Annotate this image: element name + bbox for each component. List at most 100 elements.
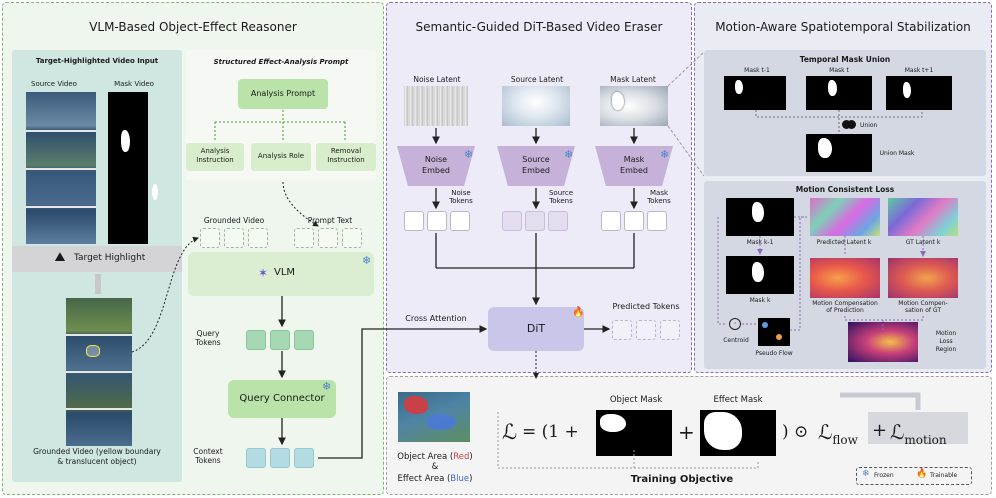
fire-icon: 🔥	[916, 469, 928, 479]
object-mask-label: Object Mask	[609, 395, 663, 405]
noise-token	[404, 211, 424, 231]
effect-mask-label: Effect Mask	[713, 395, 763, 405]
prompt-title: Structured Effect-Analysis Prompt	[213, 58, 349, 66]
source-token	[502, 211, 522, 231]
grounded-frame-divider	[66, 408, 132, 410]
query-token	[294, 330, 314, 350]
snowflake-icon: ❄	[362, 254, 372, 267]
loss-formula-plus2: +	[872, 420, 888, 441]
motion-loss-line2: Loss	[939, 338, 953, 345]
dit-label: DiT	[526, 322, 546, 335]
dit-box	[488, 307, 584, 351]
context-tokens-line2: Tokens	[195, 456, 221, 465]
predicted-token	[636, 320, 656, 340]
mask-tokens-line2: Tokens	[647, 197, 671, 205]
snowflake-icon: ❄	[660, 148, 670, 161]
noise-embed	[397, 146, 475, 186]
object-area-red-word: Red	[453, 452, 470, 462]
target-highlight-label: Target Highlight	[74, 253, 146, 263]
mask-t-plus-image	[886, 76, 952, 110]
gt-latent-image	[888, 198, 958, 236]
source-embed-line1: Source	[522, 155, 550, 164]
fire-icon: 🔥	[572, 307, 585, 318]
motion-comp-gt-line2: sation of GT	[905, 307, 941, 314]
predicted-tokens-label: Predicted Tokens	[612, 302, 680, 311]
prompt-arrow	[214, 110, 346, 141]
mask-video-label: Mask Video	[114, 80, 154, 88]
mask-shape	[121, 130, 130, 152]
query-connector-label: Query Connector	[239, 393, 325, 404]
source-embed-line2: Embed	[522, 166, 550, 175]
mask-tokens-line1: Mask	[649, 189, 669, 197]
snowflake-icon: ❄	[862, 469, 870, 479]
loss-motion-symbol: ℒ	[890, 420, 905, 444]
noise-token	[427, 211, 447, 231]
prompt-to-text-arrow	[282, 181, 319, 227]
grounded-caption-line1: Grounded Video (yellow boundary	[33, 447, 161, 456]
analysis-instruction-line1: Analysis	[200, 147, 230, 155]
noise-token	[450, 211, 470, 231]
grounded-caption-line2: & translucent object)	[57, 457, 137, 466]
effect-area-blue-word: Blue	[450, 474, 470, 484]
source-token	[548, 211, 568, 231]
loss-formula-odot: ) ⊙	[782, 422, 809, 442]
object-area-caption: Object Area (Red)	[390, 452, 480, 462]
motion-loss-line1: Motion	[935, 330, 957, 337]
query-tokens-line2: Tokens	[195, 338, 221, 347]
prompt-text-token	[318, 228, 338, 248]
effect-area-prefix: Effect Area (	[397, 474, 451, 484]
prompt-text-label: Prompt Text	[307, 216, 353, 225]
removal-instruction-line1: Removal	[330, 147, 362, 155]
motion-loss-title: Motion Consistent Loss	[795, 185, 895, 194]
motion-comp-gt-line1: Motion Compen-	[898, 300, 948, 307]
mask-t-plus-label: Mask t+1	[904, 67, 934, 74]
vlm-logo-icon: ✶	[257, 266, 269, 280]
source-frame-divider	[26, 168, 96, 170]
grounded-video-token	[248, 228, 268, 248]
loss-formula-plus: +	[678, 420, 695, 444]
motion-comp-pred-image	[810, 258, 880, 298]
pseudo-flow-dot	[762, 322, 768, 328]
loss-formula-L: ℒ	[502, 420, 518, 444]
motion-comp-gt-image	[888, 258, 958, 298]
loss-formula-eq: = (1 +	[522, 422, 579, 442]
mask-latent-shape	[612, 92, 624, 110]
mask-token	[601, 211, 621, 231]
analysis-prompt-box	[238, 79, 328, 109]
loss-motion-sub: motion	[904, 433, 947, 447]
vlm-box	[188, 252, 374, 296]
grounded-video-token	[200, 228, 220, 248]
right-panel-title: Motion-Aware Spatiotemporal Stabilizatio…	[715, 20, 971, 34]
grounded-to-tokens-arrow	[131, 236, 199, 353]
effect-area-suffix: )	[469, 474, 473, 484]
motion-comp-pred-line2: of Prediction	[826, 307, 864, 314]
query-token	[270, 330, 290, 350]
source-frame-divider	[26, 206, 96, 208]
mask-embed	[595, 146, 673, 186]
analysis-instruction-line2: Instruction	[196, 156, 234, 164]
mask-t-minus-image	[724, 76, 786, 110]
analysis-role-box	[251, 143, 311, 171]
pseudo-flow-dot	[776, 334, 782, 340]
highlight-object	[86, 345, 100, 357]
object-area-prefix: Object Area (	[397, 452, 454, 462]
source-token	[525, 211, 545, 231]
prompt-text-token	[342, 228, 362, 248]
loss-flow: ℒflow	[818, 420, 858, 447]
query-tokens-line1: Query	[196, 329, 220, 338]
mask-k-minus-label: Mask k-1	[746, 239, 774, 246]
analysis-prompt-label: Analysis Prompt	[250, 89, 316, 98]
motion-comp-pred-line1: Motion Compensation	[812, 300, 878, 307]
left-panel-title: VLM-Based Object-Effect Reasoner	[89, 20, 297, 34]
noise-tokens-line1: Noise	[451, 189, 471, 197]
mask-latent-image	[600, 86, 668, 126]
target-highlight-bar	[12, 246, 182, 272]
effect-area-blue	[426, 414, 456, 430]
legend-frozen-label: Frozen	[874, 472, 894, 479]
target-input-title: Target-Highlighted Video Input	[35, 57, 159, 65]
context-token	[270, 448, 290, 468]
mask-t-minus-label: Mask t-1	[744, 67, 770, 74]
mask-t-label: Mask t	[829, 67, 849, 74]
mask-token	[624, 211, 644, 231]
